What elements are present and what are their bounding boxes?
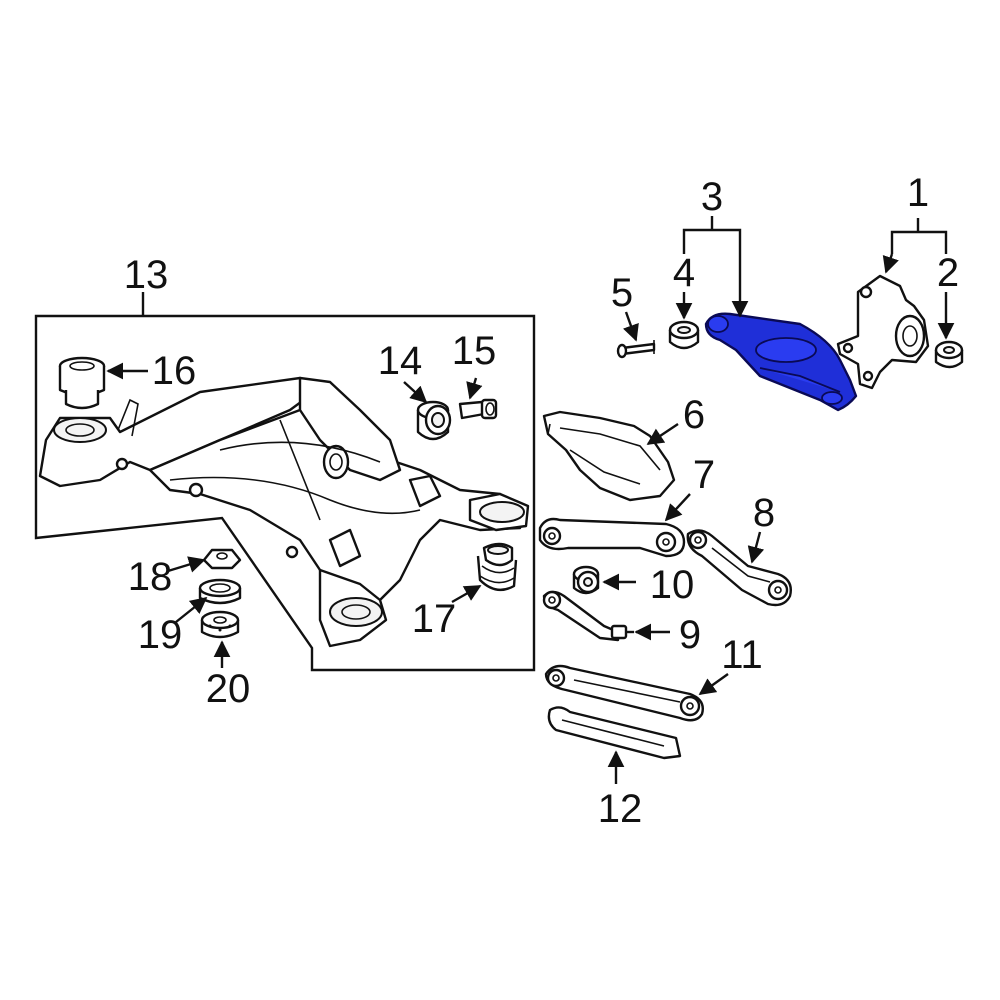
callout-4: 4 <box>673 251 695 295</box>
callout-12: 12 <box>598 787 643 831</box>
part-6-splash-shield[interactable] <box>542 410 676 502</box>
part-11-lateral-link[interactable] <box>544 664 704 722</box>
part-20-rubber-mount[interactable] <box>200 610 240 639</box>
callout-8: 8 <box>753 491 775 535</box>
part-12-shield-plate[interactable] <box>547 706 682 760</box>
part-17-differential-mount[interactable] <box>476 542 518 592</box>
part-18-washer[interactable] <box>202 548 242 570</box>
callout-18: 18 <box>128 555 173 599</box>
callout-11: 11 <box>721 633 763 677</box>
callout-5: 5 <box>611 271 633 315</box>
part-3-control-arm-highlighted[interactable] <box>704 312 858 412</box>
callout-3: 3 <box>701 175 723 219</box>
callout-14: 14 <box>378 339 423 383</box>
callout-19: 19 <box>138 613 183 657</box>
part-5-bolt[interactable] <box>616 340 656 359</box>
part-9-toe-link[interactable] <box>542 590 634 642</box>
part-19-spacer[interactable] <box>198 578 242 605</box>
callout-1: 1 <box>907 171 929 215</box>
callout-17: 17 <box>412 597 457 641</box>
callout-9: 9 <box>679 613 701 657</box>
part-13-rear-subframe[interactable] <box>38 376 530 648</box>
part-2-bushing[interactable] <box>934 340 964 369</box>
part-1-knuckle[interactable] <box>836 274 930 390</box>
part-15-bolt[interactable] <box>458 398 498 420</box>
callout-2: 2 <box>937 251 959 295</box>
callout-20: 20 <box>206 667 251 711</box>
part-4-bushing[interactable] <box>668 320 700 350</box>
part-16-subframe-mount[interactable] <box>58 356 106 410</box>
callout-15: 15 <box>452 329 497 373</box>
part-14-bushing[interactable] <box>416 400 452 441</box>
callout-6: 6 <box>683 393 705 437</box>
part-7-trailing-link[interactable] <box>538 517 686 558</box>
callout-7: 7 <box>693 453 715 497</box>
callout-10: 10 <box>650 563 695 607</box>
part-8-camber-link[interactable] <box>686 529 792 607</box>
callout-13: 13 <box>124 253 169 297</box>
callout-16: 16 <box>152 349 197 393</box>
part-10-bushing[interactable] <box>572 565 600 595</box>
subframe-group-outline <box>34 314 536 672</box>
